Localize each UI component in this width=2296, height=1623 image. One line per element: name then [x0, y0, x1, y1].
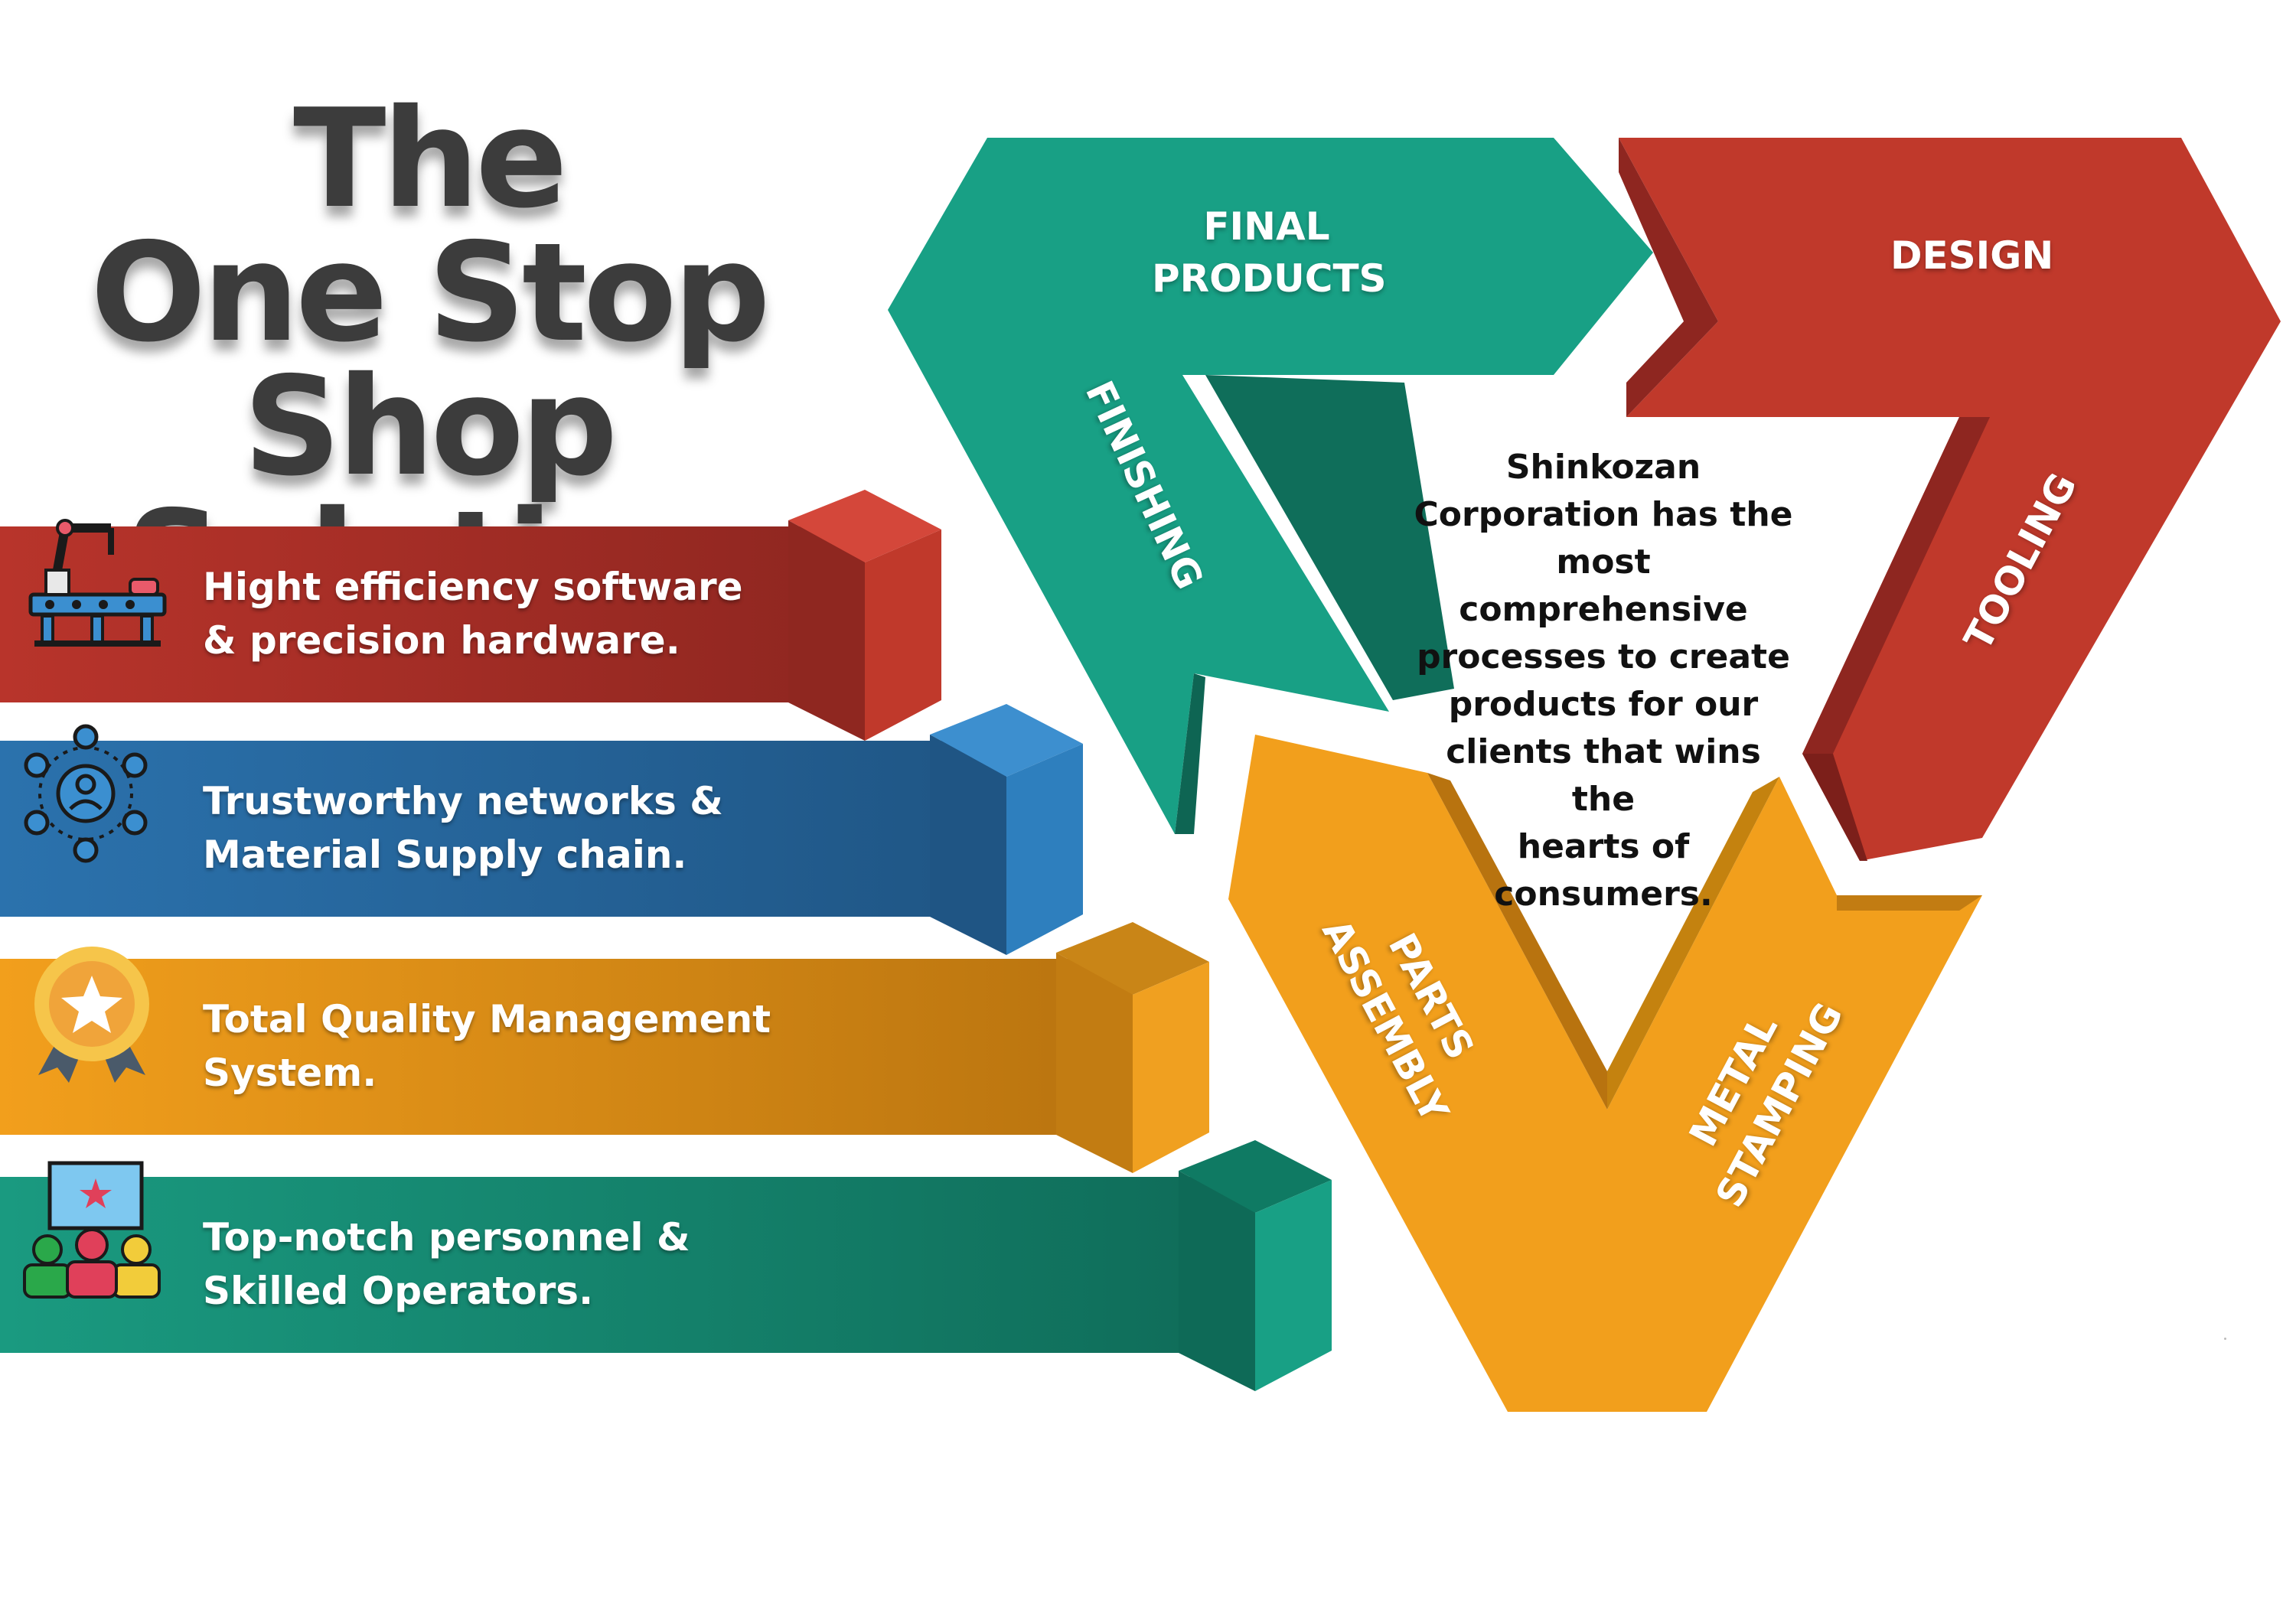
- team-presentation-icon: [15, 1159, 172, 1301]
- network-icon: [15, 723, 172, 865]
- center-line-8: hearts of: [1517, 827, 1690, 866]
- label-products: PRODUCTS: [1152, 256, 1387, 301]
- center-line-7: clients that wins the: [1446, 732, 1761, 819]
- center-line-5: processes to create: [1417, 637, 1790, 676]
- label-final: FINAL: [1203, 204, 1330, 249]
- feature-line-1: Top-notch personnel &: [203, 1215, 690, 1260]
- title-line-2: One Stop: [90, 213, 771, 372]
- robot-arm-conveyor-icon: [15, 509, 172, 650]
- label-final-products: FINAL PRODUCTS: [1152, 200, 1387, 305]
- center-line-2: Corporation has the: [1414, 495, 1793, 534]
- feature-text-quality: Total Quality Management System.: [203, 992, 771, 1100]
- center-description: Shinkozan Corporation has the most compr…: [1412, 444, 1795, 918]
- center-line-1: Shinkozan: [1505, 448, 1701, 487]
- feature-ribbon-quality: Total Quality Management System.: [0, 922, 1217, 1175]
- center-line-9: consumers.: [1494, 875, 1713, 914]
- feature-line-1: Total Quality Management: [203, 997, 771, 1041]
- title-line-1: The: [293, 80, 568, 238]
- center-line-3: most: [1556, 543, 1651, 582]
- feature-ribbon-network: Trustworthy networks & Material Supply c…: [0, 704, 1087, 957]
- stray-dot: [2224, 1338, 2226, 1340]
- ribbon-shape-blue: [0, 704, 1083, 955]
- cycle-arrow-green: [888, 138, 1653, 834]
- feature-ribbon-software: Hight efficiency software & precision ha…: [0, 490, 949, 742]
- center-line-6: products for our: [1448, 685, 1759, 724]
- cycle-arrow-red: [1619, 138, 2281, 861]
- feature-text-software: Hight efficiency software & precision ha…: [203, 560, 743, 667]
- feature-line-2: Skilled Operators.: [203, 1269, 594, 1313]
- feature-text-personnel: Top-notch personnel & Skilled Operators.: [203, 1211, 690, 1318]
- feature-line-2: System.: [203, 1051, 377, 1095]
- feature-ribbon-personnel: Top-notch personnel & Skilled Operators.: [0, 1140, 1339, 1393]
- ribbon-shape-green: [0, 1140, 1332, 1391]
- feature-line-1: Trustworthy networks &: [203, 779, 723, 823]
- center-line-4: comprehensive: [1459, 590, 1748, 629]
- quality-badge-icon: [15, 941, 172, 1083]
- feature-line-2: & precision hardware.: [203, 618, 680, 663]
- feature-line-2: Material Supply chain.: [203, 833, 687, 877]
- cycle-arrow-orange: [1228, 735, 1982, 1412]
- label-design: DESIGN: [1890, 233, 2054, 278]
- ribbon-shape-orange: [0, 922, 1209, 1173]
- feature-line-1: Hight efficiency software: [203, 565, 743, 609]
- feature-text-network: Trustworthy networks & Material Supply c…: [203, 774, 723, 882]
